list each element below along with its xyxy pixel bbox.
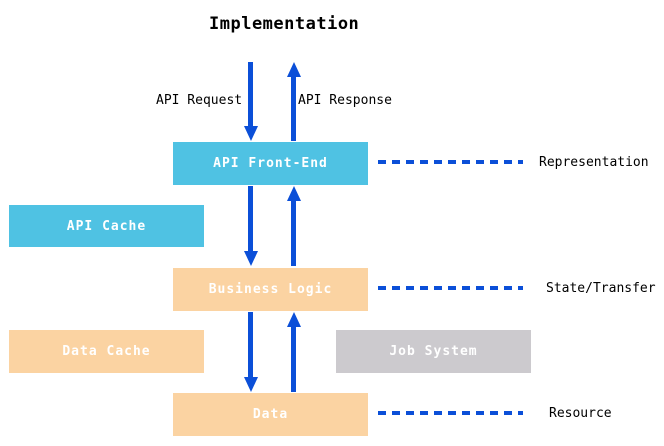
state-transfer-dashed-connector	[378, 286, 523, 290]
representation-layer-label: Representation	[539, 155, 649, 170]
arrow-head-down-icon	[243, 377, 258, 392]
arrow-shaft	[291, 201, 296, 266]
arrow-shaft	[248, 186, 253, 251]
api-cache-box: API Cache	[9, 205, 204, 247]
frontend-to-logic-down-arrow	[243, 186, 258, 266]
arrow-head-up-icon	[286, 62, 301, 77]
api-front-end-box: API Front-End	[173, 142, 368, 185]
arrow-shaft	[291, 77, 296, 141]
arrow-shaft	[248, 312, 253, 377]
job-system-box: Job System	[336, 330, 531, 373]
logic-to-data-down-arrow	[243, 312, 258, 392]
arrow-head-up-icon	[286, 186, 301, 201]
resource-layer-label: Resource	[549, 406, 612, 421]
arrow-head-down-icon	[243, 251, 258, 266]
arrow-head-up-icon	[286, 312, 301, 327]
data-to-logic-up-arrow	[286, 312, 301, 392]
arrow-shaft	[291, 327, 296, 392]
resource-dashed-connector	[378, 411, 523, 415]
data-cache-box: Data Cache	[9, 330, 204, 373]
representation-dashed-connector	[378, 160, 523, 164]
arrow-shaft	[248, 62, 253, 126]
logic-to-frontend-up-arrow	[286, 186, 301, 266]
api-request-label: API Request	[156, 93, 243, 108]
state-transfer-layer-label: State/Transfer	[546, 281, 656, 296]
diagram-title: Implementation	[209, 14, 360, 34]
arrow-head-down-icon	[243, 126, 258, 141]
api-request-down-arrow	[243, 62, 258, 141]
business-logic-box: Business Logic	[173, 268, 368, 311]
api-response-up-arrow	[286, 62, 301, 141]
api-response-label: API Response	[298, 93, 392, 108]
data-box: Data	[173, 393, 368, 436]
